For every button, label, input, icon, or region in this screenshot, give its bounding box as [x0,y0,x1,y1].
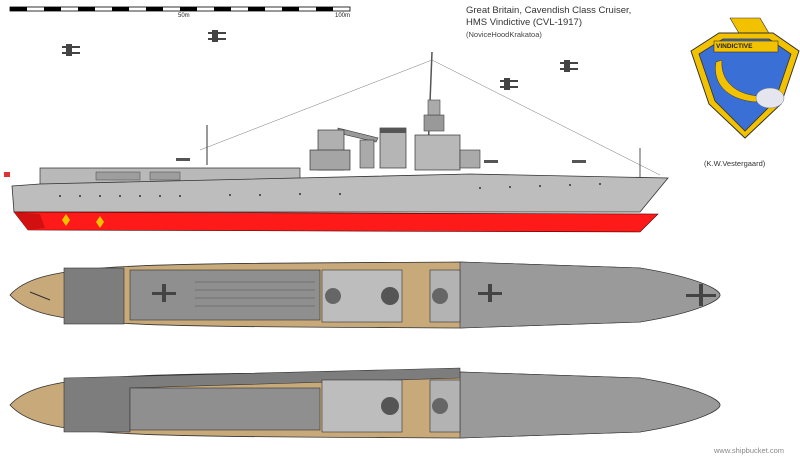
site-watermark: www.shipbucket.com [714,446,785,455]
top-view-2 [9,367,721,439]
biplane-topview-icon [152,284,716,306]
scale-bar [9,6,351,12]
top-view-1 [9,261,721,329]
drawing-title: Great Britain, Cavendish Class Cruiser, … [466,5,631,29]
title-line-2: HMS Vindictive (CVL-1917) [466,17,582,28]
scale-label-100m: 100m [335,13,351,19]
ship-crest [690,17,800,139]
crest-credit: (K.W.Vestergaard) [704,159,766,168]
side-profile [4,51,669,233]
scale-label-50m: 50m [178,13,190,19]
title-line-1: Great Britain, Cavendish Class Cruiser, [466,5,632,16]
biplane-icons [62,30,578,90]
drawing-authors: (NoviceHoodKrakatoa) [466,30,542,39]
crest-banner-text: VINDICTIVE [716,43,753,50]
